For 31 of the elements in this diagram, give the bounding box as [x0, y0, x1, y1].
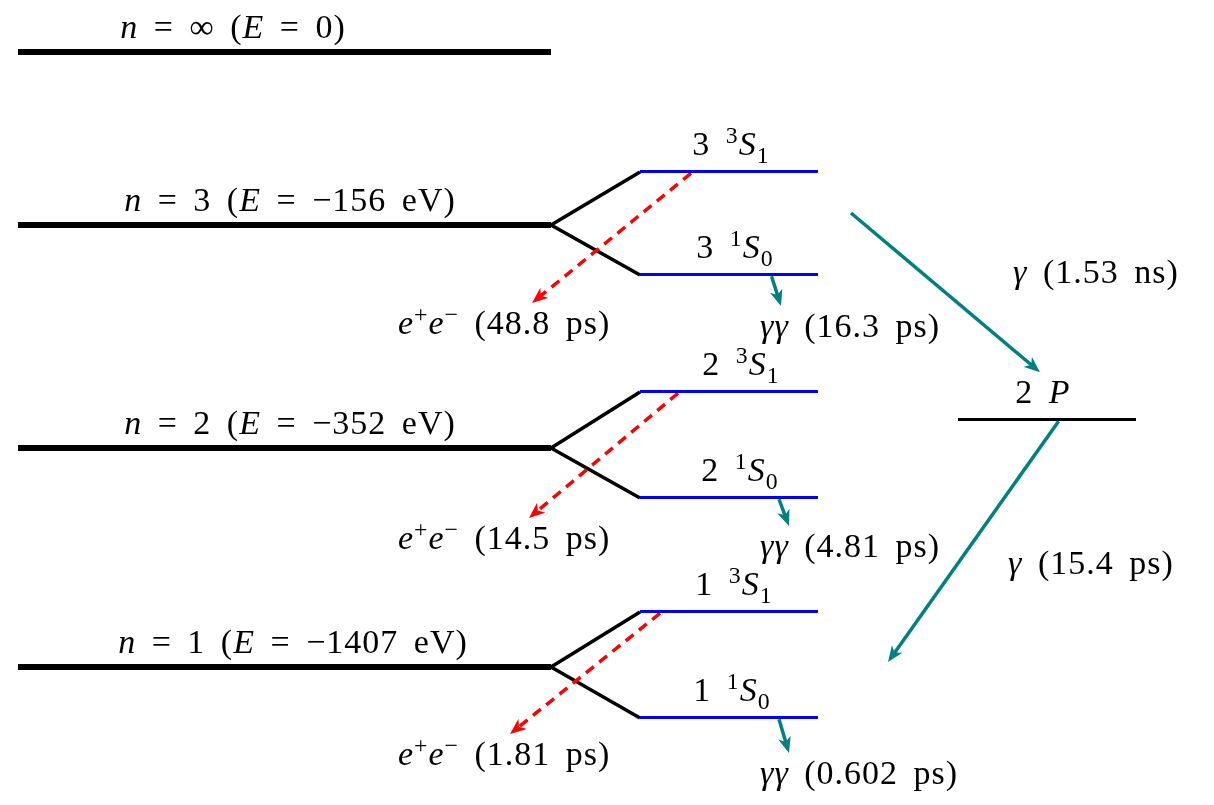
decay-label: e$^{+}$e$^{−}$ (48.8 ps) [398, 303, 611, 343]
level-label: n = ∞ (E = 0) [120, 6, 346, 46]
connector-line [550, 665, 641, 720]
decay-label: e$^{+}$e$^{−}$ (1.81 ps) [398, 734, 611, 774]
level-label: 2 $^{1}$S$_{0}$ [701, 450, 779, 490]
decay-label: γγ (0.602 ps) [760, 753, 959, 793]
arrow [888, 420, 1061, 662]
level-label: 2 P [1015, 372, 1071, 412]
decay-label: γγ (4.81 ps) [760, 526, 941, 566]
arrow [777, 718, 791, 753]
level-label: 2 $^{3}$S$_{1}$ [702, 344, 780, 384]
decay-label: e$^{+}$e$^{−}$ (14.5 ps) [398, 518, 611, 558]
level-label: 3 $^{3}$S$_{1}$ [692, 124, 770, 164]
level-label: n = 3 (E = −156 eV) [124, 179, 456, 219]
connector-line [550, 223, 641, 277]
level-label: n = 1 (E = −1407 eV) [118, 621, 468, 661]
level-label: 1 $^{3}$S$_{1}$ [695, 564, 773, 604]
arrow [529, 391, 680, 518]
level-label: n = 2 (E = −352 eV) [124, 402, 456, 442]
arrow [769, 275, 783, 306]
arrow [510, 611, 662, 734]
arrow [777, 498, 790, 526]
level-label: 1 $^{1}$S$_{0}$ [693, 670, 771, 710]
level-label: 3 $^{1}$S$_{0}$ [696, 227, 774, 267]
connector-line [550, 446, 641, 500]
connector-line [550, 390, 641, 450]
arrow [532, 171, 693, 303]
decay-label: γγ (16.3 ps) [760, 306, 941, 346]
arrow [849, 211, 1040, 373]
connector-line [550, 610, 641, 669]
connector-line [550, 170, 641, 227]
